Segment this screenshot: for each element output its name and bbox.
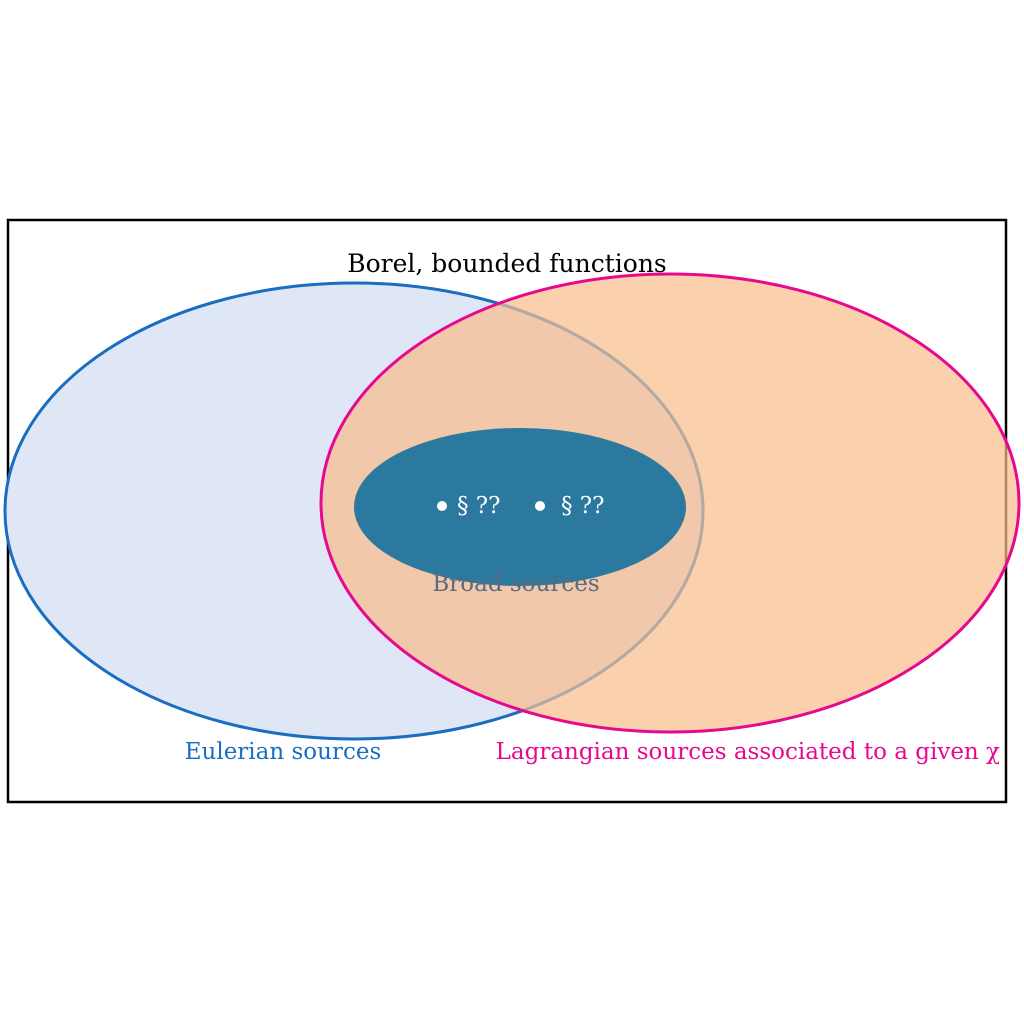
universe-title: Borel, bounded functions — [347, 249, 667, 278]
eulerian-sources-label: Eulerian sources — [185, 739, 382, 765]
section-ref-1: § ?? — [457, 493, 500, 519]
bullet-dot-2 — [535, 501, 545, 511]
lagrangian-outline — [319, 272, 1021, 734]
bullet-dot-1 — [437, 501, 447, 511]
broad-sources-set — [354, 428, 686, 586]
broad-sources-label: Broad sources — [432, 571, 599, 597]
lagrangian-sources-label: Lagrangian sources associated to a given… — [496, 739, 1000, 765]
section-ref-2: § ?? — [561, 493, 604, 519]
